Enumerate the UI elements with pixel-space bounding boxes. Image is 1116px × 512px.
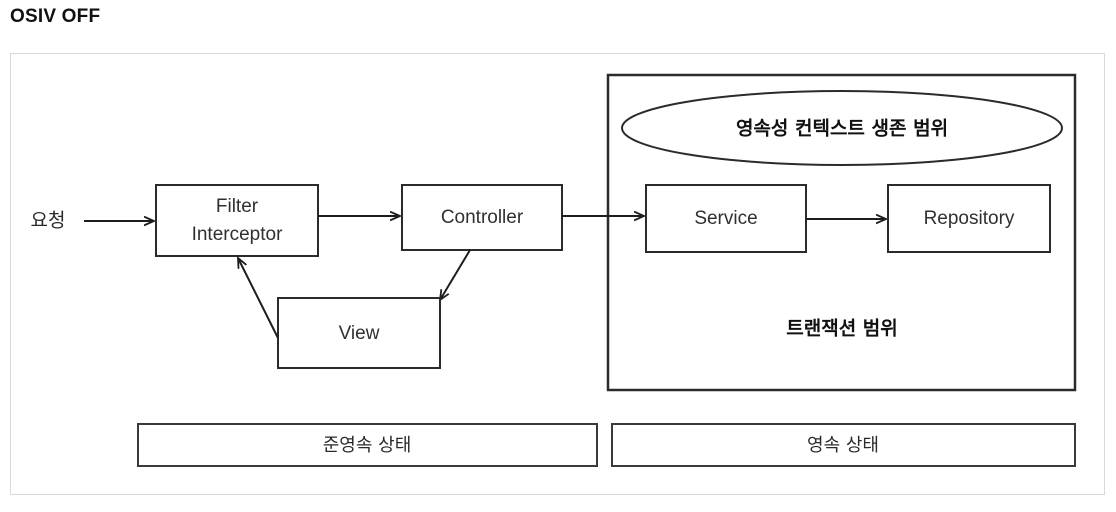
service-box (645, 184, 807, 253)
transaction-scope-region (606, 73, 1077, 392)
view-box (277, 297, 441, 369)
detached-state-bar (137, 423, 598, 467)
connector-controller-to-view (440, 249, 471, 300)
page-title: OSIV OFF (10, 6, 101, 27)
connector-view-to-filter-interceptor (238, 258, 279, 339)
filter-interceptor-box (155, 184, 319, 257)
persistence-context-scope-ellipse (621, 90, 1063, 166)
repository-box (887, 184, 1051, 253)
controller-box (401, 184, 563, 251)
persistent-state-bar (611, 423, 1076, 467)
